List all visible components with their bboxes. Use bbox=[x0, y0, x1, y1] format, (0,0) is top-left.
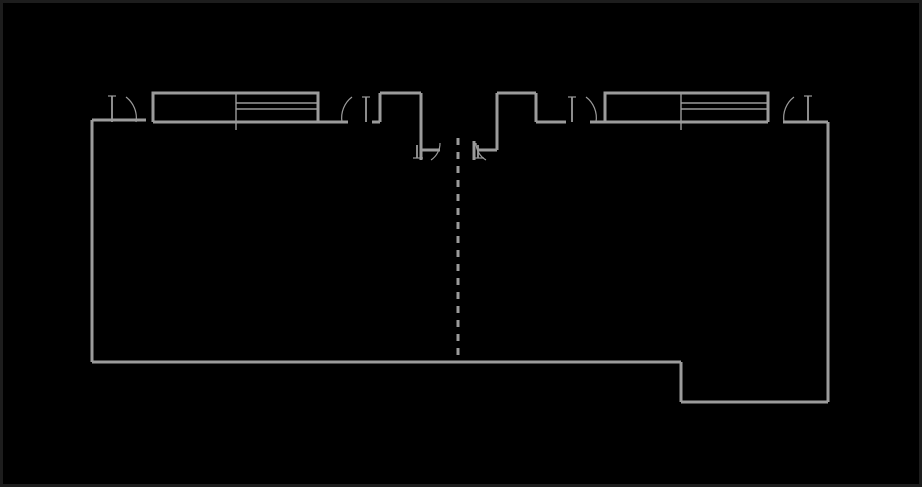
door-right-inner-swing-arc bbox=[585, 96, 597, 123]
entrance-vestibule-group bbox=[378, 91, 538, 152]
door-far-left-swing-arc bbox=[125, 96, 137, 123]
projecting-bays-group bbox=[151, 91, 770, 130]
door-far-right-swing-arc bbox=[783, 96, 795, 123]
window-glazing-group bbox=[236, 102, 768, 110]
vestibule-doors-group bbox=[413, 141, 487, 161]
swing-doors-group bbox=[108, 95, 812, 123]
vestibule-door-left-leaf-swing-arc bbox=[430, 142, 441, 161]
vestibule-door-right-leaf-swing-arc bbox=[475, 142, 487, 161]
outer-walls-group bbox=[90, 120, 830, 404]
door-left-inner-swing-arc bbox=[341, 96, 353, 123]
right-projecting-bay bbox=[603, 91, 770, 122]
front-facade-group bbox=[92, 118, 828, 124]
